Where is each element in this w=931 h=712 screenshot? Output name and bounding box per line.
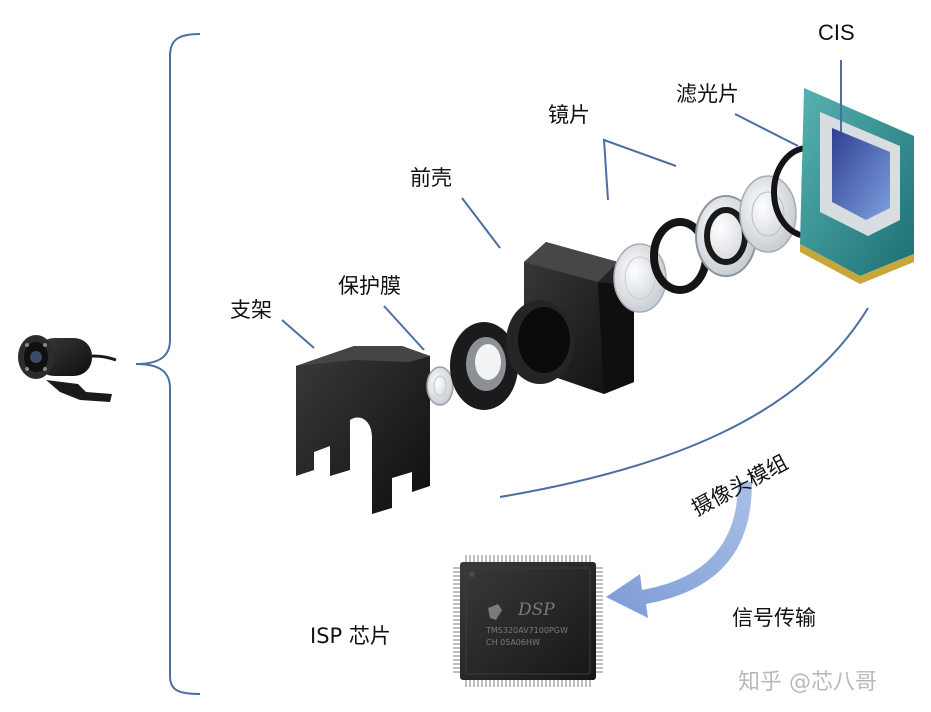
assembled-camera-image bbox=[18, 335, 117, 402]
leader-lines bbox=[281, 60, 842, 351]
camera-module-arc bbox=[499, 307, 869, 498]
label-lens: 镜片 bbox=[548, 103, 590, 127]
label-protective-film: 保护膜 bbox=[338, 274, 401, 298]
chip-lot-number: CH 05A06HW bbox=[486, 638, 540, 647]
label-cis: CIS bbox=[818, 20, 855, 45]
protective-film-part bbox=[426, 366, 454, 406]
ti-logo-icon bbox=[488, 604, 502, 620]
signal-arrow bbox=[606, 482, 752, 618]
protective-film-leader-line bbox=[383, 305, 425, 351]
label-front-housing: 前壳 bbox=[410, 166, 452, 190]
lens-ring-part bbox=[450, 322, 518, 410]
isp-chip-image bbox=[453, 555, 603, 687]
chip-brand: DSP bbox=[518, 600, 555, 620]
cis-sensor-part bbox=[800, 88, 914, 284]
watermark: 知乎 @芯八哥 bbox=[738, 670, 877, 695]
label-signal-transmission: 信号传输 bbox=[732, 606, 816, 630]
grouping-brace bbox=[135, 33, 201, 695]
label-bracket: 支架 bbox=[230, 298, 272, 322]
chip-part-number: TMS320AV7100PGW bbox=[486, 626, 568, 635]
lens-leader-line bbox=[602, 138, 677, 201]
front-housing-leader-line bbox=[461, 197, 501, 249]
label-isp-chip: ISP 芯片 bbox=[310, 624, 391, 648]
front-housing-part bbox=[506, 242, 634, 394]
filter-leader-line bbox=[734, 113, 799, 147]
label-filter: 滤光片 bbox=[676, 82, 739, 106]
bracket-part bbox=[296, 346, 430, 514]
lens-stack bbox=[613, 175, 797, 313]
bracket-leader-line bbox=[281, 319, 315, 349]
